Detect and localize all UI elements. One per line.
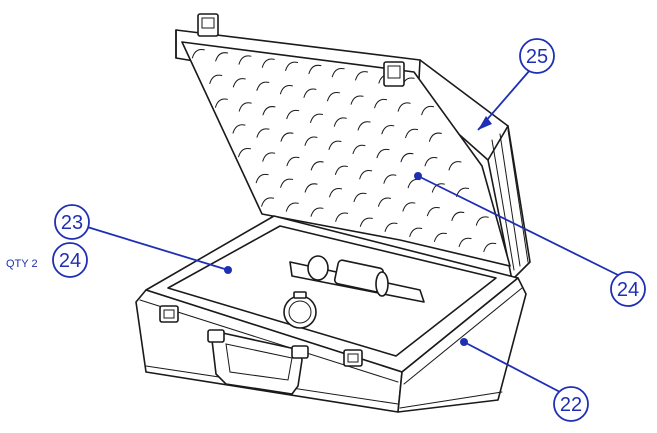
base-latch-right xyxy=(343,349,363,367)
lid-foam-panel xyxy=(181,41,511,267)
foam-bump xyxy=(304,183,318,193)
foam-bump xyxy=(214,98,228,108)
callout-24-lid: 24 xyxy=(414,172,646,307)
foam-bump xyxy=(191,49,205,59)
foam-bump xyxy=(262,106,276,116)
foam-bump xyxy=(280,178,294,188)
foam-bump xyxy=(280,132,294,142)
foam-bump xyxy=(383,174,397,184)
foam-bump xyxy=(238,147,252,158)
foam-bump xyxy=(483,242,497,253)
foam-bump xyxy=(261,197,275,207)
foam-bump xyxy=(350,95,364,105)
base-latch-left xyxy=(159,305,179,323)
foam-bump xyxy=(329,188,343,198)
foam-bump xyxy=(331,67,345,78)
foam-bump xyxy=(328,140,342,150)
callout-23: 23 xyxy=(54,204,232,274)
foam-bump xyxy=(405,128,419,139)
foam-bump xyxy=(304,136,318,146)
foam-bump xyxy=(261,58,275,68)
foam-bump xyxy=(384,222,398,232)
foam-bump xyxy=(232,78,246,88)
foam-bump xyxy=(255,173,269,184)
foam-bump xyxy=(310,207,324,217)
foam-texture xyxy=(191,49,497,253)
foam-bump xyxy=(286,156,300,167)
foam-bump xyxy=(426,206,440,217)
foam-bump xyxy=(475,216,489,226)
foam-bump xyxy=(256,128,270,138)
lid xyxy=(175,13,531,281)
callout-23-label: 23 xyxy=(61,212,83,234)
foam-bump xyxy=(352,144,366,155)
callout-24-qty: QTY 2 24 xyxy=(6,242,88,278)
foam-bump xyxy=(374,98,388,109)
foam-bump xyxy=(308,64,322,75)
callout-25-label: 25 xyxy=(526,46,548,68)
foam-bump xyxy=(334,165,348,175)
foam-bump xyxy=(428,132,442,142)
foam-bump xyxy=(376,148,390,159)
foam-bump xyxy=(286,109,300,120)
foam-bump xyxy=(303,88,317,98)
foam-bump xyxy=(285,61,299,71)
foam-bump xyxy=(448,161,462,171)
foam-bump xyxy=(433,232,447,243)
foam-bump xyxy=(279,85,293,95)
round-fitting xyxy=(283,291,317,329)
foam-bump xyxy=(232,124,246,134)
foam-bump xyxy=(238,55,252,65)
foam-bump xyxy=(357,121,371,131)
foam-bump xyxy=(333,117,347,127)
callout-24-qty-text: QTY 2 xyxy=(6,258,38,270)
foam-bump xyxy=(262,152,276,162)
foam-bump xyxy=(400,152,414,163)
foam-bump xyxy=(310,113,324,123)
foam-bump xyxy=(402,202,416,212)
foam-bump xyxy=(327,92,341,102)
foam-bump xyxy=(285,202,299,212)
foam-bump xyxy=(209,74,223,84)
foam-bump xyxy=(409,227,423,237)
foam-bump xyxy=(359,170,373,180)
lid-latch-right xyxy=(383,61,405,87)
foam-bump xyxy=(377,197,391,207)
foam-bump xyxy=(215,52,229,62)
callout-22: 22 xyxy=(460,338,589,422)
foam-bump xyxy=(397,102,411,112)
base-foam xyxy=(167,225,497,357)
foam-bump xyxy=(424,157,438,167)
foam-bump xyxy=(310,161,324,171)
lid-latch-left xyxy=(197,13,219,37)
foam-bump xyxy=(353,192,367,203)
callout-22-label: 22 xyxy=(560,394,582,416)
foam-bump xyxy=(238,102,252,112)
foam-bump xyxy=(451,211,465,222)
callout-25: 25 xyxy=(477,38,555,131)
foam-bump xyxy=(256,81,270,91)
callout-24-lid-label: 24 xyxy=(617,279,639,301)
foam-bump xyxy=(355,71,369,81)
foam-bump xyxy=(381,125,395,135)
foam-bump xyxy=(359,217,373,227)
tool-shaft xyxy=(289,255,425,303)
foam-bump xyxy=(335,212,349,222)
callout-24-qty-label: 24 xyxy=(59,250,81,272)
foam-bump xyxy=(421,105,435,116)
foam-bump xyxy=(458,237,472,248)
